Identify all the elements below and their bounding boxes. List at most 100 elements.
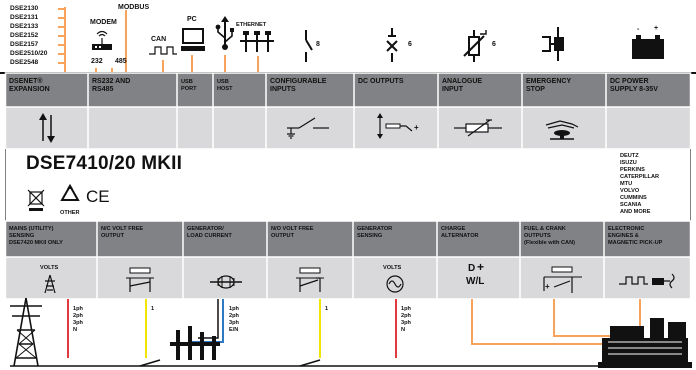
header-dsenet-line2: EXPANSION	[9, 86, 50, 93]
modem-label: MODEM	[90, 19, 117, 26]
nc-contact-icon	[126, 267, 154, 292]
phase-label: 3ph	[401, 320, 411, 326]
header-no-line1: N/O VOLT FREE	[271, 226, 314, 232]
bottom-wiring	[10, 299, 690, 367]
header-configurable-line2: INPUTS	[270, 86, 296, 93]
header-ecu-line2: ENGINES &	[608, 233, 639, 239]
header-fuel-line3: (Flexible with CAN)	[524, 240, 575, 246]
modem-icon	[92, 30, 112, 50]
phase-label: 2ph	[401, 313, 411, 319]
header-mains-line2: SENSING	[9, 233, 35, 239]
dc-minus-label: -	[637, 26, 640, 33]
current-transformer-icon	[210, 275, 242, 289]
generator-set-icon	[598, 318, 692, 368]
lower-symbol-band	[5, 257, 691, 299]
modbus-label: MODBUS	[118, 4, 150, 11]
engine-brand: ISUZU	[620, 160, 637, 166]
ethernet-label: ETHERNET	[236, 22, 267, 28]
header-charge-line1: CHARGE	[441, 226, 466, 232]
header-dc-power-line1: DC POWER	[610, 78, 649, 85]
engine-brand: DEUTZ	[620, 153, 639, 159]
engine-brand: PERKINS	[620, 167, 645, 173]
battery-icon	[632, 35, 664, 59]
ac-sine-icon	[386, 275, 404, 293]
product-band	[5, 149, 691, 221]
nc-output-count: 1	[151, 306, 155, 312]
phase-label: 3ph	[229, 320, 239, 326]
header-gen-current-line1: GENERATOR/	[187, 226, 224, 232]
header-fuel-line2: OUTPUTS	[524, 233, 551, 239]
usb-icon	[215, 16, 234, 50]
dse-model: DSE2152	[10, 32, 39, 39]
header-usb-host-line2: HOST	[217, 86, 233, 92]
load-busbar-icon	[170, 326, 220, 360]
phase-label: 1ph	[229, 306, 239, 312]
sensor-resistor-icon	[463, 30, 487, 62]
dc-outputs-count: 6	[408, 41, 412, 48]
dse-model: DSE2133	[10, 23, 39, 30]
header-no-line2: OUTPUT	[271, 233, 294, 239]
header-rs232-line1: RS232 AND	[92, 78, 131, 85]
lower-grid	[4, 220, 692, 300]
mains-volts-label: VOLTS	[40, 265, 59, 271]
header-nc-line1: N/C VOLT FREE	[101, 226, 144, 232]
top-connection-lines	[58, 7, 259, 72]
pylon-small-icon	[44, 274, 56, 294]
phase-label: 3ph	[73, 320, 83, 326]
port-485-label: 485	[115, 58, 127, 65]
header-charge-line2: ALTERNATOR	[441, 233, 479, 239]
header-ecu-line3: MAGNETIC PICK-UP	[608, 240, 663, 246]
recycle-icon	[60, 184, 80, 201]
port-232-label: 232	[91, 58, 103, 65]
charge-d-label: D	[468, 263, 476, 274]
header-dc-power-line2: SUPPLY 8-35V	[610, 86, 658, 93]
configurable-count: 8	[316, 41, 320, 48]
header-dsenet-line1: DSENET®	[9, 78, 43, 85]
phase-label: E/N	[229, 327, 239, 333]
engine-brand: SCANIA	[620, 202, 642, 208]
header-mains-line1: MAINS (UTILITY)	[9, 226, 54, 232]
svg-text:+: +	[414, 123, 419, 132]
relay-output-icon	[386, 28, 398, 62]
phase-label: 1ph	[73, 306, 83, 312]
engine-brand: VOLVO	[620, 188, 640, 194]
header-rs232-line2: RS485	[92, 86, 114, 93]
header-usb-port-line1: USB	[181, 79, 193, 85]
engine-brand: MTU	[620, 181, 633, 187]
stop-button-symbol-icon	[545, 120, 579, 140]
charge-plus-label: +	[477, 260, 485, 274]
header-emergency-line1: EMERGENCY	[526, 78, 572, 85]
header-analogue-line2: INPUT	[442, 86, 463, 93]
weee-bin-icon	[27, 189, 45, 211]
power-pylon-icon	[10, 297, 42, 367]
header-ecu-line1: ELECTRONIC	[608, 226, 645, 232]
dse-model: DSE2131	[10, 14, 39, 21]
header-gen-current-line2: LOAD CURRENT	[187, 233, 232, 239]
pickup-pulse-icon	[619, 273, 675, 289]
engine-brand: CATERPILLAR	[620, 174, 660, 180]
gen-volts-label: VOLTS	[383, 265, 402, 271]
dc-output-symbol-icon: +	[377, 113, 419, 139]
dse-model: DSE2130	[10, 5, 39, 12]
analogue-count: 6	[492, 41, 496, 48]
header-dc-outputs: DC OUTPUTS	[358, 78, 404, 85]
phase-label: 1ph	[401, 306, 411, 312]
lower-header-band	[5, 221, 691, 257]
upper-header-band	[5, 73, 691, 107]
can-signal-icon	[149, 46, 177, 55]
emergency-stop-icon	[542, 27, 564, 61]
header-analogue-line1: ANALOGUE	[442, 78, 483, 85]
recycle-other-label: OTHER	[60, 210, 80, 216]
phase-label: N	[401, 327, 406, 333]
header-usb-port-line2: PORT	[181, 86, 197, 92]
dse-model: DSE2157	[10, 41, 39, 48]
svg-text:+: +	[545, 282, 550, 291]
header-fuel-line1: FUEL & CRANK	[524, 226, 566, 232]
phase-label: N	[73, 327, 78, 333]
dse-model: DSE2510/20	[10, 50, 48, 57]
bidirectional-arrow-icon	[39, 113, 55, 143]
can-label: CAN	[151, 36, 167, 43]
engine-brand: AND MORE	[620, 209, 651, 215]
upper-symbol-band	[5, 107, 691, 149]
header-usb-host-line1: USB	[217, 79, 229, 85]
